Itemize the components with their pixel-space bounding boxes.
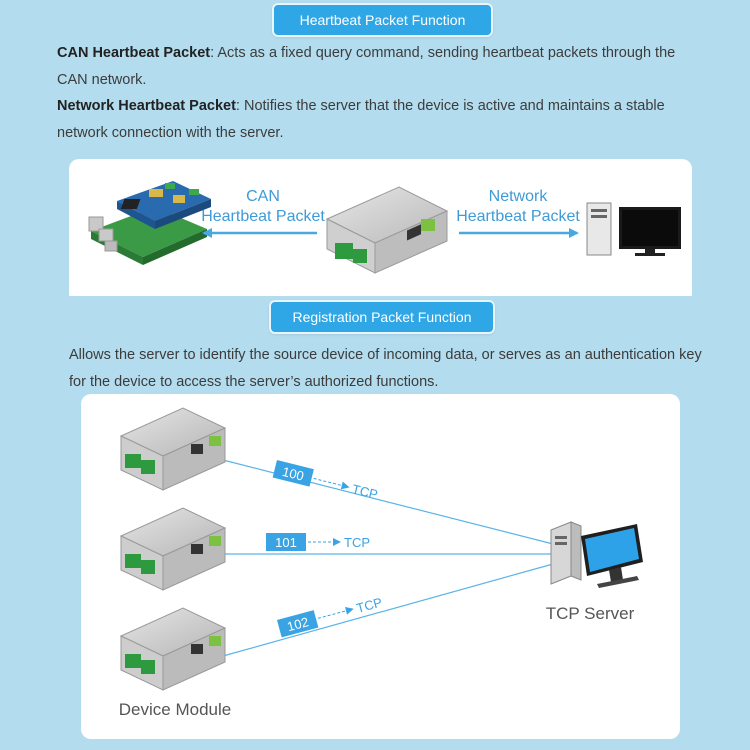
registration-text-2: for the device to access the server’s au… bbox=[69, 373, 439, 390]
packet-100-badge bbox=[272, 460, 314, 487]
heartbeat-section-title: Heartbeat Packet Function bbox=[272, 3, 493, 37]
packet-101-badge bbox=[266, 533, 306, 551]
tcp-server-label: TCP Server bbox=[546, 604, 635, 623]
packet-102-badge bbox=[277, 610, 319, 638]
heartbeat-diagram: CAN Heartbeat Packet Network Heartbeat P… bbox=[69, 159, 692, 296]
registration-description: Allows the server to identify the source… bbox=[69, 342, 739, 395]
device-3-link bbox=[222, 563, 554, 657]
network-heartbeat-text: : Notifies the server that the device is… bbox=[235, 98, 665, 114]
packet-102-protocol: TCP bbox=[355, 594, 384, 615]
can-label-line1: CAN bbox=[246, 188, 280, 205]
registration-section-title: Registration Packet Function bbox=[269, 300, 495, 334]
device-module-3 bbox=[119, 607, 227, 691]
server-computer-icon bbox=[586, 202, 681, 256]
can-heartbeat-text-2: CAN network. bbox=[57, 71, 147, 88]
device-module-label: Device Module bbox=[119, 700, 231, 719]
packet-101: 101 TCP bbox=[266, 533, 370, 551]
device-1-link bbox=[222, 459, 554, 545]
packet-102: 102 TCP bbox=[277, 594, 384, 638]
network-label-line1: Network bbox=[489, 188, 549, 205]
can-label-line2: Heartbeat Packet bbox=[201, 208, 325, 225]
tcp-server-computer-icon bbox=[550, 521, 643, 588]
packet-100-id: 100 bbox=[281, 464, 306, 484]
network-heartbeat-text-2: network connection with the server. bbox=[57, 124, 284, 141]
registration-text-1: Allows the server to identify the source… bbox=[69, 347, 702, 363]
packet-100-protocol: TCP bbox=[351, 481, 380, 502]
network-heartbeat-description: Network Heartbeat Packet: Notifies the s… bbox=[57, 93, 737, 146]
registration-diagram-svg: 100 TCP 101 TCP 102 TCP bbox=[119, 407, 643, 719]
packet-100: 100 TCP bbox=[272, 460, 380, 502]
packet-101-id: 101 bbox=[275, 535, 297, 550]
heartbeat-diagram-svg: CAN Heartbeat Packet Network Heartbeat P… bbox=[88, 181, 681, 274]
network-heartbeat-term: Network Heartbeat Packet bbox=[57, 98, 236, 114]
device-module-2 bbox=[119, 507, 227, 591]
can-heartbeat-text: : Acts as a fixed query command, sending… bbox=[210, 45, 676, 61]
raspberry-pi-can-hat bbox=[88, 181, 211, 265]
registration-diagram: 100 TCP 101 TCP 102 TCP bbox=[81, 394, 680, 739]
center-device-module bbox=[325, 186, 449, 274]
device-module-1 bbox=[119, 407, 227, 491]
can-heartbeat-term: CAN Heartbeat Packet bbox=[57, 45, 211, 61]
packet-102-id: 102 bbox=[285, 614, 310, 634]
packet-101-protocol: TCP bbox=[344, 535, 370, 550]
can-heartbeat-description: CAN Heartbeat Packet: Acts as a fixed qu… bbox=[57, 40, 737, 93]
network-label-line2: Heartbeat Packet bbox=[456, 208, 580, 225]
